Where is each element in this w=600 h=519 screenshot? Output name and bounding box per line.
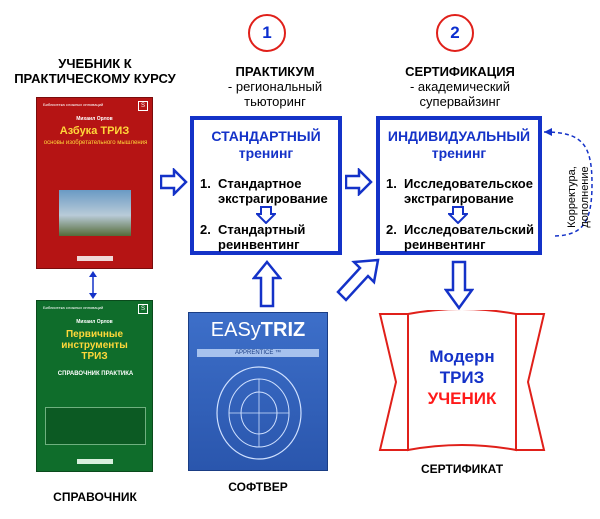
step-2-title: СЕРТИФИКАЦИЯ <box>405 64 515 79</box>
standard-training-box: СТАНДАРТНЫЙ тренинг 1. Стандартное экстр… <box>190 116 342 255</box>
textbook-cover: Библиотека сложных инноваций S Михаил Ор… <box>36 97 153 269</box>
certificate-line-3: УЧЕНИК <box>427 389 497 408</box>
book1-series: Библиотека сложных инноваций <box>43 102 104 107</box>
standard-down-arrow <box>256 206 276 224</box>
standard-subtitle: тренинг <box>238 145 294 161</box>
step-1-header: ПРАКТИКУМ - региональный тьюторинг <box>190 64 360 109</box>
academy-seal-icon <box>216 366 302 460</box>
feedback-label-text: Корректура, дополнение <box>566 166 591 228</box>
textbook-label: УЧЕБНИК К ПРАКТИЧЕСКОМУ КУРСУ <box>14 56 176 86</box>
book2-series: Библиотека сложных инноваций <box>43 305 104 310</box>
arrow-software-to-standard <box>252 260 282 308</box>
standard-item-1: 1. Стандартное экстрагирование <box>200 176 340 208</box>
feedback-label: Корректура, дополнение <box>566 152 596 242</box>
book2-logo-icon: S <box>138 304 148 314</box>
individual-title: ИНДИВИДУАЛЬНЫЙ <box>387 128 531 144</box>
individual-item-2-text: Исследовательский реинвентинг <box>404 222 534 252</box>
individual-item-1: 1. Исследовательское экстрагирование <box>386 176 540 208</box>
software-band: APPRENTICE ™ <box>197 349 319 357</box>
reference-label: СПРАВОЧНИК <box>53 490 137 504</box>
standard-title: СТАНДАРТНЫЙ <box>211 128 321 144</box>
book1-subtitle: основы изобретательного мышления <box>43 140 148 146</box>
standard-item-2: 2. Стандартный реинвентинг <box>200 222 340 254</box>
arrow-software-to-individual <box>336 258 380 302</box>
step-1-number: 1 <box>248 14 286 52</box>
certificate-shape <box>378 310 546 452</box>
software-cover: EASyTRIZ APPRENTICE ™ <box>188 312 328 471</box>
book2-author: Михаил Орлов <box>76 319 113 325</box>
book2-title: Первичные инструменты ТРИЗ <box>61 329 128 362</box>
step-2-header: СЕРТИФИКАЦИЯ - академический супервайзин… <box>380 64 540 109</box>
book1-logo-icon: S <box>138 101 148 111</box>
books-link-arrow <box>89 271 97 299</box>
book2-diagram <box>45 407 146 445</box>
certificate-text: Модерн ТРИЗ УЧЕНИК <box>408 346 516 409</box>
book1-photo <box>59 190 131 236</box>
certificate-line-1: Модерн <box>429 347 495 366</box>
individual-training-box: ИНДИВИДУАЛЬНЫЙ тренинг 1. Исследовательс… <box>376 116 542 255</box>
software-brand-a: EASy <box>210 319 261 341</box>
individual-down-arrow <box>448 206 468 224</box>
book2-footer-bar <box>77 459 113 464</box>
certificate-label: СЕРТИФИКАТ <box>420 462 504 476</box>
book2-subtitle: СПРАВОЧНИК ПРАКТИКА <box>57 371 134 377</box>
book1-author: Михаил Орлов <box>76 116 113 122</box>
step-1-subtitle: - региональный тьюторинг <box>227 79 323 109</box>
feedback-loop-arrow <box>543 128 593 237</box>
individual-item-2-number: 2. <box>386 222 397 237</box>
book1-title: Азбука ТРИЗ <box>59 125 130 137</box>
book1-footer-bar <box>77 256 113 261</box>
standard-item-2-number: 2. <box>200 222 211 237</box>
arrow-individual-to-certificate <box>444 260 474 310</box>
arrow-standard-to-individual <box>345 168 373 196</box>
step-1-title: ПРАКТИКУМ <box>235 64 315 79</box>
software-label: СОФТВЕР <box>228 480 288 494</box>
reference-cover: Библиотека сложных инноваций S Михаил Ор… <box>36 300 153 472</box>
software-brand: EASyTRIZ <box>189 317 327 343</box>
individual-item-1-text: Исследовательское экстрагирование <box>404 176 533 206</box>
individual-item-1-number: 1. <box>386 176 397 191</box>
individual-item-2: 2. Исследовательский реинвентинг <box>386 222 540 254</box>
standard-item-2-text: Стандартный реинвентинг <box>218 222 306 252</box>
arrow-book-to-standard <box>160 168 188 196</box>
certificate-line-2: ТРИЗ <box>439 368 485 387</box>
individual-subtitle: тренинг <box>431 145 487 161</box>
standard-item-1-text: Стандартное экстрагирование <box>218 176 328 206</box>
software-brand-b: TRIZ <box>260 319 306 341</box>
standard-item-1-number: 1. <box>200 176 211 191</box>
step-2-number: 2 <box>436 14 474 52</box>
step-2-subtitle: - академический супервайзинг <box>409 79 511 109</box>
